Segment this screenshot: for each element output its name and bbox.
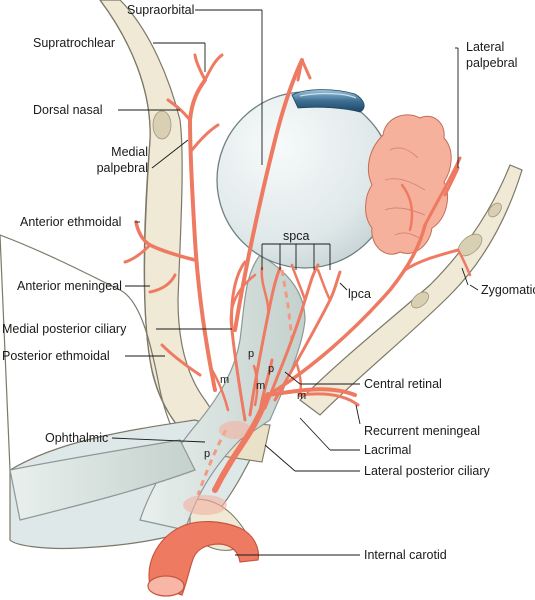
label-central-retinal: Central retinal xyxy=(364,377,442,391)
label-lateral-posterior-ciliary: Lateral posterior ciliary xyxy=(364,464,490,478)
label-zygomatic: Zygomatic xyxy=(481,283,535,297)
label-spca: spca xyxy=(283,229,310,243)
label-supratrochlear: Supratrochlear xyxy=(33,36,115,50)
marker-m-1: m xyxy=(220,374,230,386)
label-dorsal-nasal: Dorsal nasal xyxy=(33,103,103,117)
label-lpca: lpca xyxy=(348,287,371,301)
label-recurrent-meningeal: Recurrent meningeal xyxy=(364,424,481,438)
label-lateral-palpebral-2: palpebral xyxy=(466,56,518,70)
lateral-orbital-wall xyxy=(299,164,523,416)
label-medial-palpebral-2: palpebral xyxy=(96,161,148,175)
label-internal-carotid: Internal carotid xyxy=(364,548,447,562)
eyeball xyxy=(216,89,394,269)
lacrimal-gland xyxy=(365,114,452,255)
marker-m-2: m xyxy=(256,380,266,392)
label-anterior-ethmoidal: Anterior ethmoidal xyxy=(20,215,122,229)
marker-p-2: p xyxy=(268,363,275,375)
artery-network xyxy=(123,53,472,493)
marker-p-1: p xyxy=(248,348,255,360)
label-lateral-palpebral-1: Lateral xyxy=(466,40,505,54)
marker-p-3: p xyxy=(204,448,211,460)
label-medial-posterior-ciliary: Medial posterior ciliary xyxy=(2,322,127,336)
medial-orbital-wall xyxy=(0,0,226,471)
marker-m-3: m xyxy=(297,390,307,402)
internal-carotid-artery xyxy=(147,521,260,597)
label-medial-palpebral-1: Medial xyxy=(111,145,148,159)
label-ophthalmic: Ophthalmic xyxy=(45,431,109,445)
leader-lines xyxy=(111,9,479,556)
label-anterior-meningeal: Anterior meningeal xyxy=(17,279,122,293)
label-lacrimal: Lacrimal xyxy=(364,443,412,457)
label-supraorbital: Supraorbital xyxy=(127,3,195,17)
label-posterior-ethmoidal: Posterior ethmoidal xyxy=(2,349,110,363)
